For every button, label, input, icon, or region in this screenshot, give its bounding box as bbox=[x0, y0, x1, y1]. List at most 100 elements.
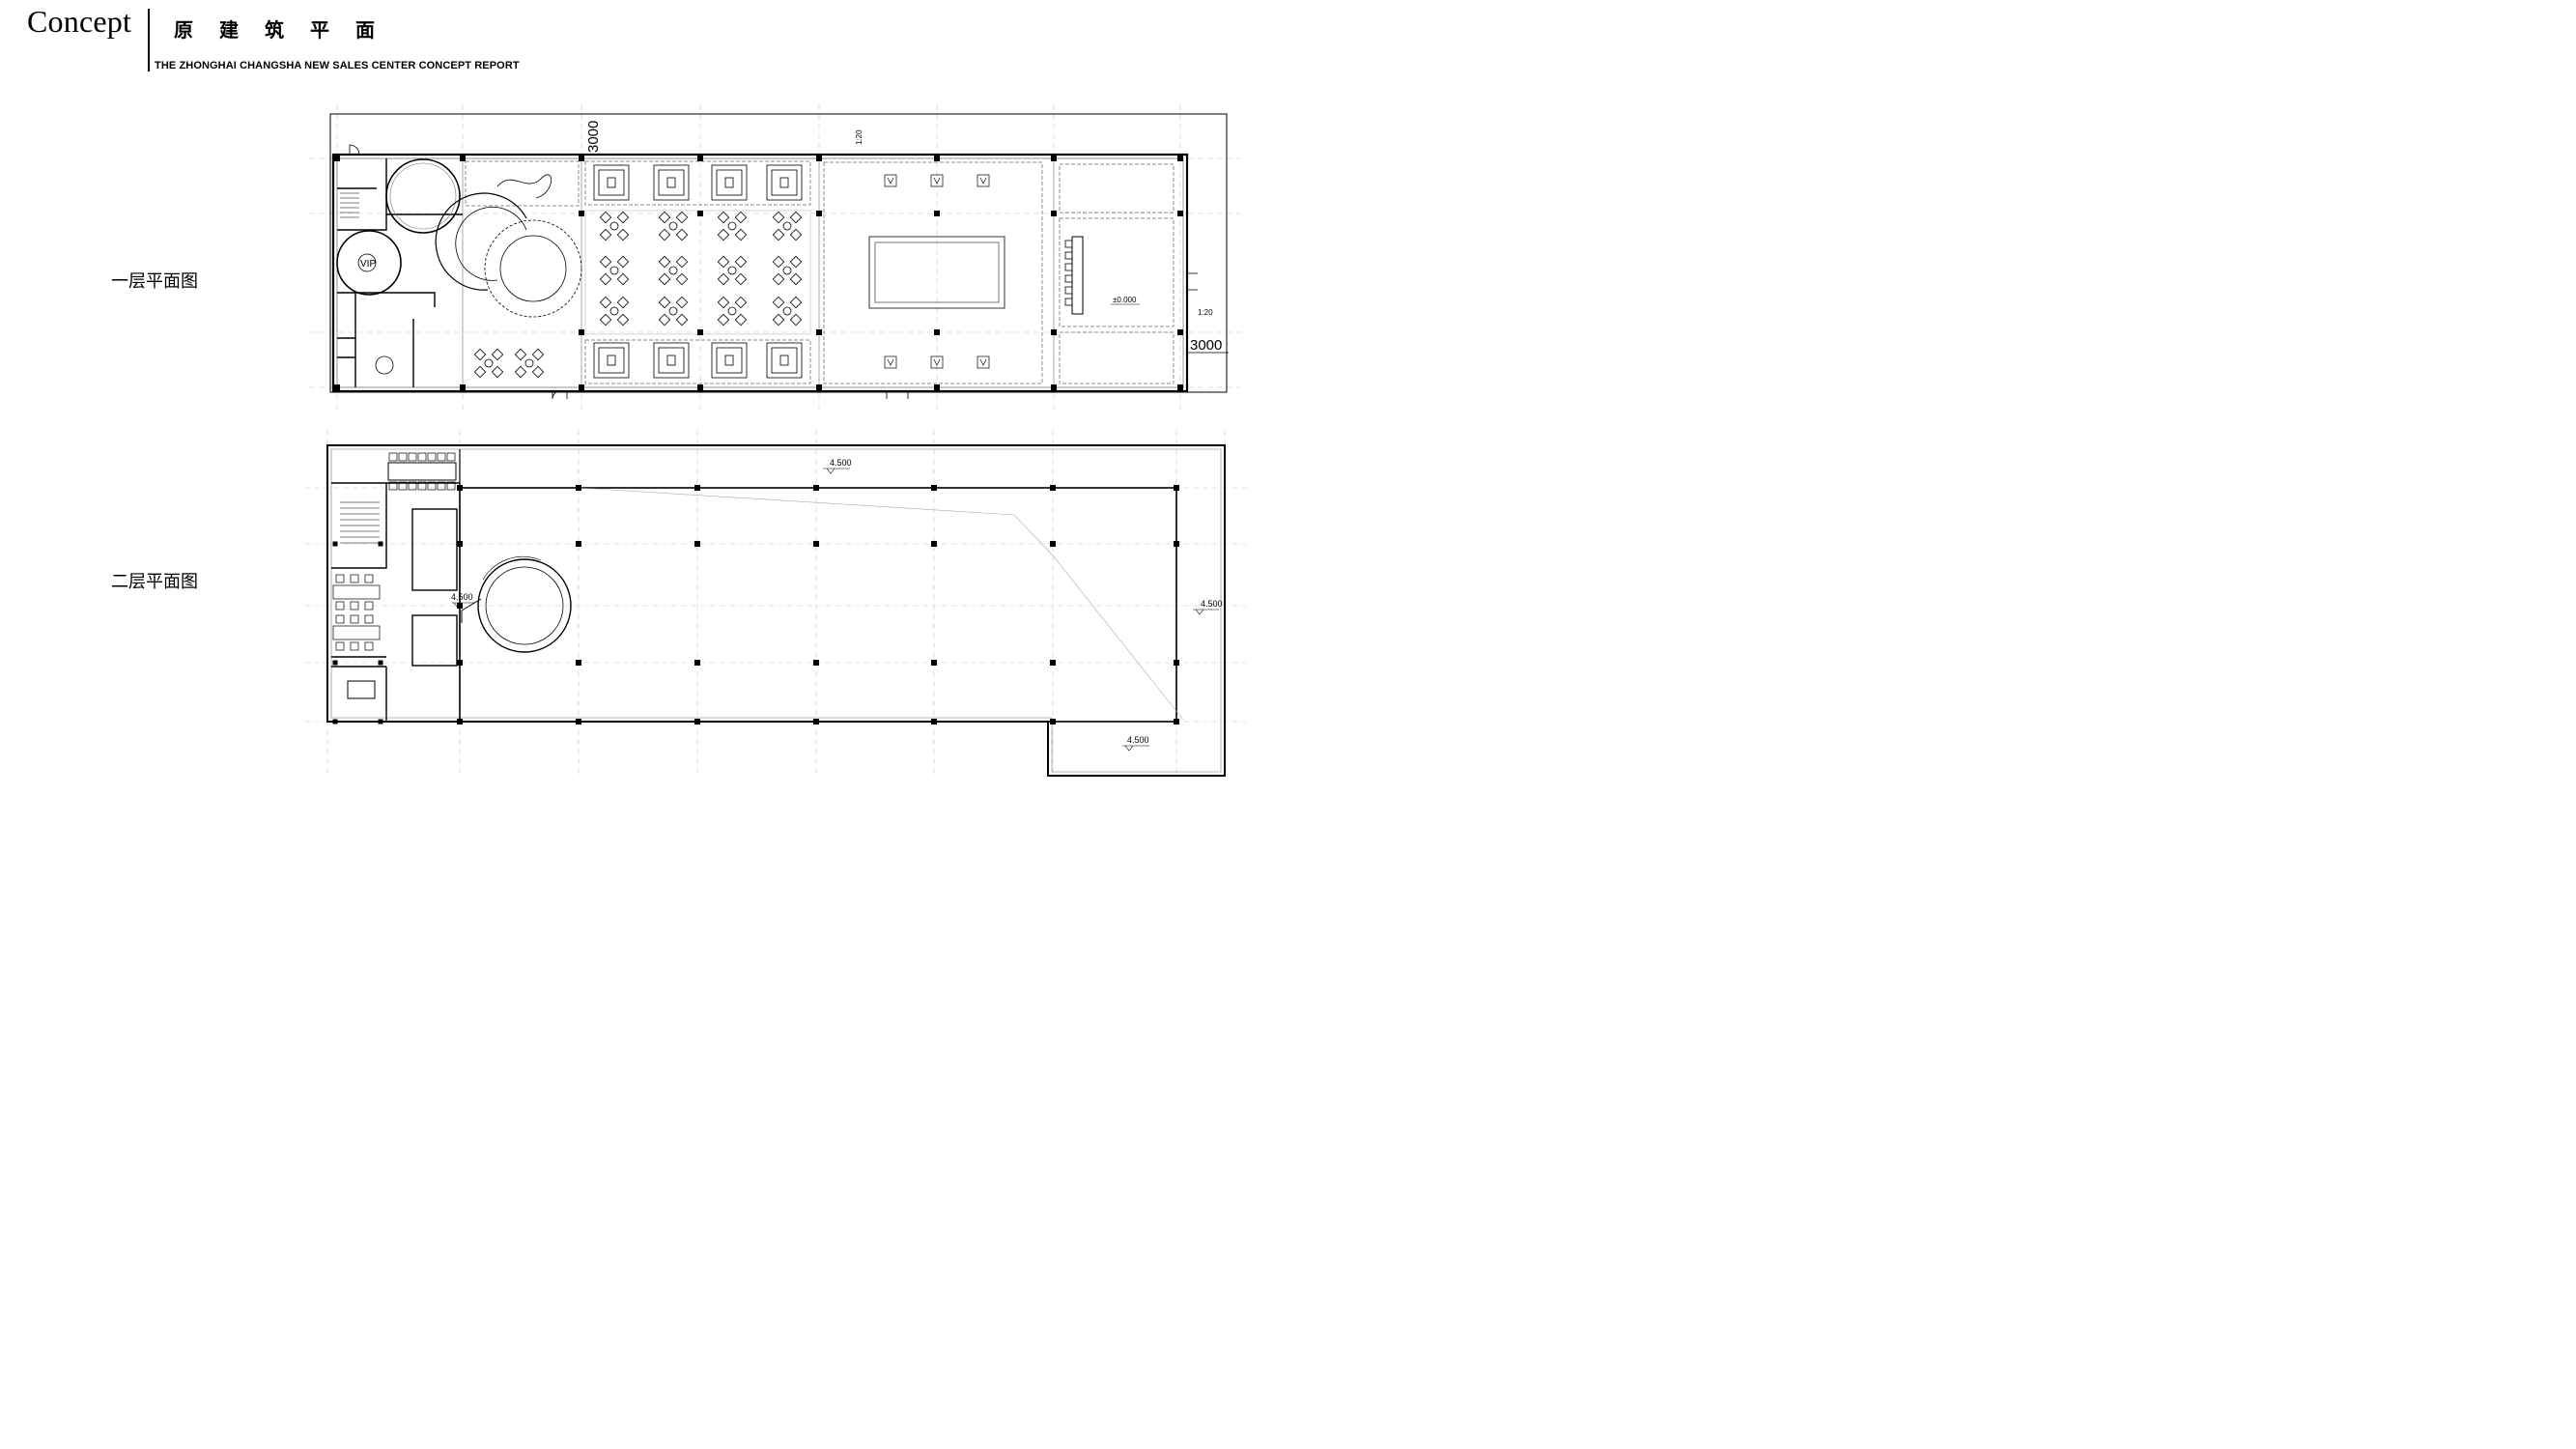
column bbox=[579, 384, 584, 390]
office-chair bbox=[364, 601, 374, 611]
sofa-set bbox=[711, 164, 748, 201]
floor2-elevation-top: 4.500 bbox=[830, 458, 852, 468]
column bbox=[816, 156, 822, 161]
column bbox=[697, 384, 703, 390]
meeting-chair bbox=[398, 452, 408, 462]
floor1-grid-lines bbox=[309, 104, 1241, 413]
column bbox=[332, 719, 338, 724]
meeting-chair bbox=[427, 481, 437, 491]
sofa-set bbox=[593, 342, 630, 379]
column bbox=[1174, 660, 1179, 666]
report-subtitle: THE ZHONGHAI CHANGSHA NEW SALES CENTER C… bbox=[155, 60, 520, 71]
stage-chair bbox=[1064, 274, 1073, 283]
meeting-chair bbox=[427, 452, 437, 462]
column bbox=[931, 719, 937, 724]
floor2-outer-edge bbox=[326, 444, 1226, 777]
column bbox=[457, 541, 463, 547]
office-chair bbox=[335, 574, 345, 583]
column bbox=[813, 719, 819, 724]
meeting-chair bbox=[437, 481, 446, 491]
column bbox=[1050, 719, 1056, 724]
column bbox=[1051, 384, 1057, 390]
floor2-elevation-bottom: 4.500 bbox=[1127, 735, 1149, 745]
stage-chair bbox=[1064, 298, 1073, 306]
table-set bbox=[717, 211, 748, 242]
table-set bbox=[473, 348, 504, 379]
table-set bbox=[658, 255, 689, 286]
sofa-set bbox=[766, 342, 803, 379]
column bbox=[576, 660, 581, 666]
office-desk bbox=[332, 625, 381, 640]
office-chair bbox=[350, 574, 359, 583]
column bbox=[579, 211, 584, 216]
floor1-furniture bbox=[473, 164, 990, 379]
column bbox=[378, 541, 383, 547]
meeting-chair bbox=[398, 481, 408, 491]
column bbox=[694, 485, 700, 491]
ceiling-light bbox=[977, 355, 990, 369]
floor1-scale-right: 1:20 bbox=[1198, 308, 1213, 317]
floor1-spiral-stair bbox=[435, 192, 582, 318]
floor1-elevation: ±0.000 bbox=[1113, 296, 1137, 304]
ceiling-light bbox=[930, 355, 944, 369]
column bbox=[694, 541, 700, 547]
floor1-scale-top: 1:20 bbox=[855, 129, 863, 145]
column bbox=[1174, 541, 1179, 547]
office-chair bbox=[364, 614, 374, 624]
sofa-set bbox=[711, 342, 748, 379]
column bbox=[813, 541, 819, 547]
table-set bbox=[599, 211, 630, 242]
sofa-set bbox=[653, 342, 690, 379]
column bbox=[1174, 485, 1179, 491]
office-chair bbox=[335, 614, 345, 624]
table-set bbox=[658, 211, 689, 242]
meeting-chair bbox=[388, 481, 398, 491]
table-set bbox=[772, 211, 803, 242]
stage-chair bbox=[1064, 251, 1073, 260]
floor2-plan: 4.500 4.500 4.500 4.500 bbox=[304, 430, 1246, 778]
column bbox=[1051, 211, 1057, 216]
column bbox=[934, 156, 940, 161]
column bbox=[816, 211, 822, 216]
column bbox=[934, 329, 940, 335]
floor2-spiral-stair bbox=[461, 555, 572, 653]
table-set bbox=[514, 348, 545, 379]
meeting-chair bbox=[437, 452, 446, 462]
column bbox=[378, 719, 383, 724]
column bbox=[1177, 211, 1183, 216]
floor2-floor-plate bbox=[459, 487, 1177, 723]
table-set bbox=[772, 296, 803, 327]
column bbox=[457, 660, 463, 666]
column bbox=[457, 485, 463, 491]
table-set bbox=[658, 296, 689, 327]
column bbox=[579, 329, 584, 335]
office-chair bbox=[364, 574, 374, 583]
page-title: 原建筑平面 bbox=[174, 20, 401, 42]
column bbox=[697, 329, 703, 335]
floor1-columns bbox=[334, 156, 1183, 390]
column bbox=[457, 719, 463, 724]
column bbox=[931, 541, 937, 547]
column bbox=[1177, 384, 1183, 390]
column bbox=[460, 156, 466, 161]
table-set bbox=[599, 255, 630, 286]
office-chair bbox=[335, 641, 345, 651]
office-chair bbox=[350, 614, 359, 624]
floor1-dim-right: 3000 bbox=[1190, 337, 1222, 354]
column bbox=[460, 384, 466, 390]
round-room bbox=[385, 158, 461, 234]
office-chair bbox=[350, 641, 359, 651]
column bbox=[931, 660, 937, 666]
floor1-plan: VIP 3000 3000 1:20 1:20 ±0.000 bbox=[309, 104, 1241, 413]
floor2-elevation-right: 4.500 bbox=[1201, 599, 1223, 609]
column bbox=[334, 156, 340, 161]
brand-title: Concept bbox=[27, 4, 132, 39]
floor1-label: 一层平面图 bbox=[111, 271, 198, 291]
office-chair bbox=[350, 601, 359, 611]
column bbox=[1177, 156, 1183, 161]
ceiling-light bbox=[930, 174, 944, 187]
table-set bbox=[599, 296, 630, 327]
sofa-set bbox=[653, 164, 690, 201]
table-set bbox=[717, 255, 748, 286]
column bbox=[457, 603, 463, 609]
